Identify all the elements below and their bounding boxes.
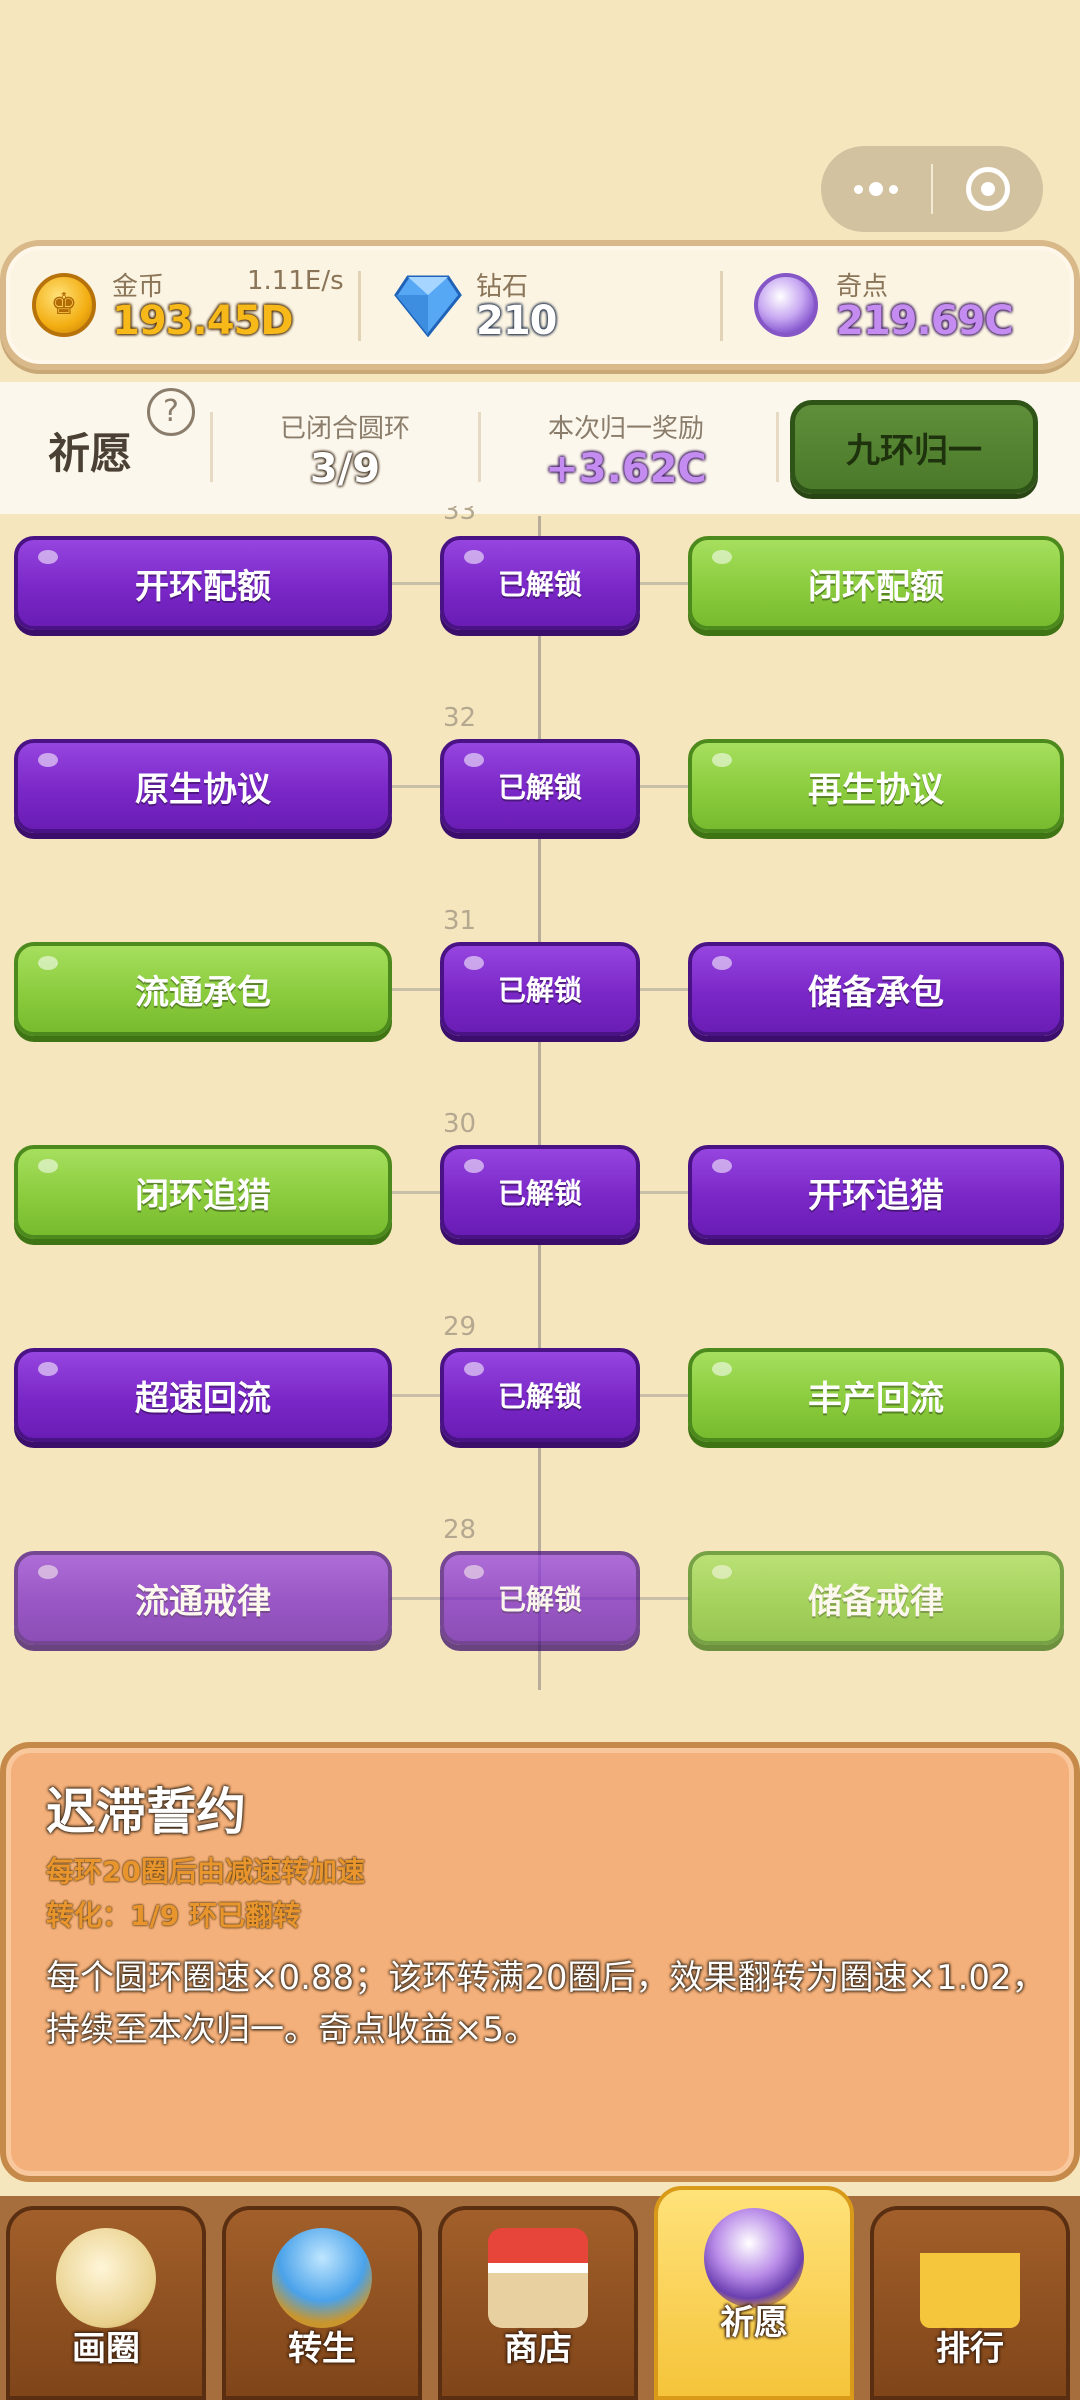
talent-left-button[interactable]: 超速回流	[14, 1348, 392, 1442]
diamond-ring-icon	[272, 2228, 372, 2328]
description-panel	[0, 1742, 1080, 2182]
pencil-icon	[56, 2228, 156, 2328]
oddity-currency: 奇点 219.69C	[754, 246, 1074, 364]
reward-value: +3.62C	[545, 446, 707, 492]
nav-tab-label: 转生	[288, 2329, 356, 2369]
shop-icon	[488, 2228, 588, 2328]
talent-title: 迟滞誓约	[46, 1783, 246, 1841]
diamond-icon	[394, 275, 462, 337]
unlock-status-button[interactable]: 已解锁	[440, 1348, 640, 1442]
close-button[interactable]	[933, 146, 1043, 232]
nine-ring-reset-button[interactable]: 九环归一	[790, 400, 1038, 494]
page-title: 祈愿	[48, 429, 133, 478]
unlock-status-button[interactable]: 已解锁	[440, 942, 640, 1036]
target-circle-icon	[966, 167, 1010, 211]
diamond-value: 210	[476, 298, 557, 344]
nav-tab-label: 商店	[504, 2329, 572, 2369]
gold-currency: 金币 1.11E/s 193.45D	[32, 246, 362, 364]
talent-right-button[interactable]: 储备承包	[688, 942, 1064, 1036]
nav-tab-1[interactable]: 转生	[222, 2206, 422, 2400]
unlock-status-button[interactable]: 已解锁	[440, 1551, 640, 1645]
diamond-currency: 钻石 210	[394, 246, 714, 364]
reward-label: 本次归一奖励	[547, 414, 704, 444]
unlock-status-button[interactable]: 已解锁	[440, 1145, 640, 1239]
divider	[776, 412, 779, 482]
gold-value: 193.45D	[112, 298, 294, 344]
talent-progress: 转化：1/9 环已翻转	[46, 1899, 301, 1932]
oddity-label: 奇点	[836, 272, 889, 302]
nav-tab-label: 画圈	[72, 2329, 140, 2369]
divider	[210, 412, 213, 482]
unlock-status-button[interactable]: 已解锁	[440, 536, 640, 630]
gold-coin-icon	[32, 273, 96, 337]
tree-level-label: 31	[443, 906, 477, 936]
nav-tab-4[interactable]: 排行	[870, 2206, 1070, 2400]
divider	[358, 271, 361, 341]
talent-right-button[interactable]: 再生协议	[688, 739, 1064, 833]
divider	[478, 412, 481, 482]
talent-left-button[interactable]: 流通戒律	[14, 1551, 392, 1645]
gold-rate: 1.11E/s	[247, 266, 344, 296]
tree-level-label: 30	[443, 1109, 477, 1139]
unlock-status-button[interactable]: 已解锁	[440, 739, 640, 833]
nav-tab-2[interactable]: 商店	[438, 2206, 638, 2400]
oddity-value: 219.69C	[836, 298, 1014, 344]
talent-right-button[interactable]: 丰产回流	[688, 1348, 1064, 1442]
talent-right-button[interactable]: 开环追猎	[688, 1145, 1064, 1239]
talent-right-button[interactable]: 储备戒律	[688, 1551, 1064, 1645]
nav-tab-3[interactable]: 祈愿	[654, 2186, 854, 2400]
more-button[interactable]	[821, 146, 931, 232]
talent-left-button[interactable]: 流通承包	[14, 942, 392, 1036]
help-icon[interactable]: ?	[147, 388, 195, 436]
tree-level-label: 33	[443, 506, 477, 526]
more-dots-icon	[854, 182, 898, 196]
diamond-label: 钻石	[476, 272, 529, 302]
tree-level-label: 32	[443, 703, 477, 733]
purple-orb-icon	[754, 273, 818, 337]
talent-left-button[interactable]: 闭环追猎	[14, 1145, 392, 1239]
closed-rings-value: 3/9	[309, 446, 381, 492]
podium-icon	[920, 2228, 1020, 2328]
currency-bar: 金币 1.11E/s 193.45D 钻石 210 奇点 219.69C	[0, 240, 1080, 370]
mini-program-capsule	[821, 146, 1043, 232]
nav-tab-label: 排行	[936, 2329, 1004, 2369]
divider	[720, 271, 723, 341]
talent-left-button[interactable]: 开环配额	[14, 536, 392, 630]
talent-description: 每个圆环圈速×0.88；该环转满20圈后，效果翻转为圈速×1.02，持续至本次归…	[46, 1958, 1046, 2050]
capsule-divider	[931, 164, 933, 214]
tree-level-label: 28	[443, 1515, 477, 1545]
talent-subtitle: 每环20圈后由减速转加速	[46, 1855, 365, 1888]
tree-level-label: 29	[443, 1312, 477, 1342]
gold-label: 金币	[112, 272, 165, 302]
tree-trunk	[538, 516, 541, 1690]
nav-tab-label: 祈愿	[720, 2303, 788, 2343]
talent-left-button[interactable]: 原生协议	[14, 739, 392, 833]
closed-rings-label: 已闭合圆环	[279, 414, 410, 444]
nav-tab-0[interactable]: 画圈	[6, 2206, 206, 2400]
orb-ring-icon	[704, 2208, 804, 2308]
talent-right-button[interactable]: 闭环配额	[688, 536, 1064, 630]
